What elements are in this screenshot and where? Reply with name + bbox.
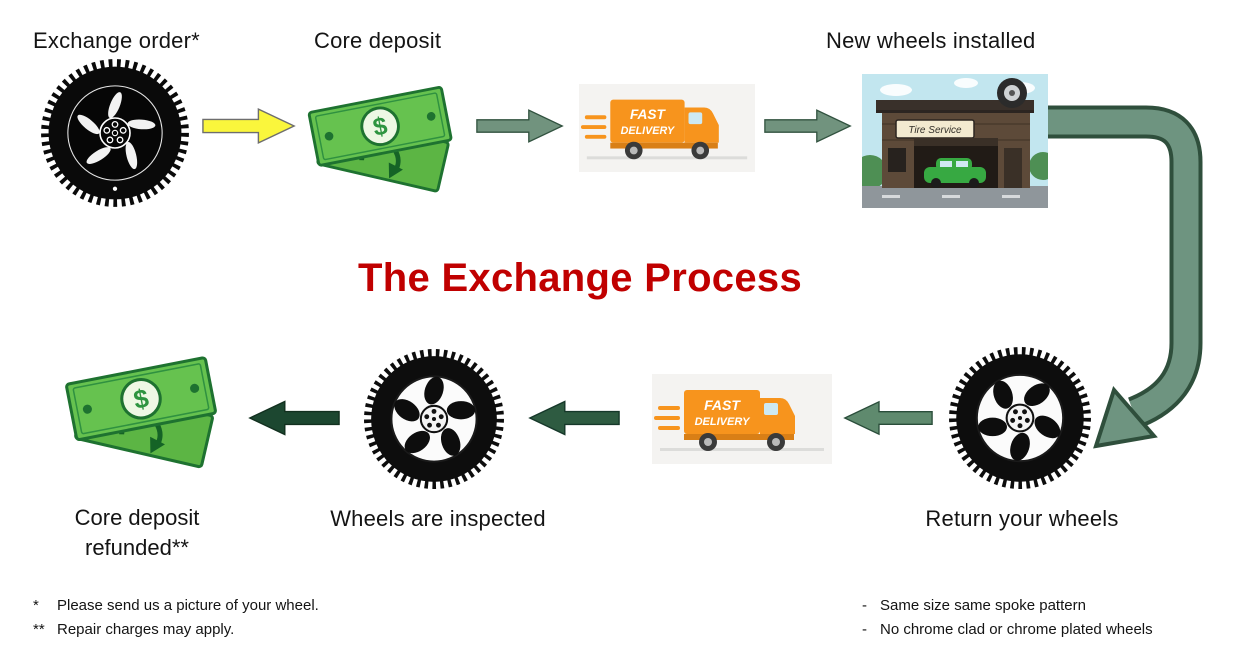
footnote-row: ** Repair charges may apply. xyxy=(33,618,319,642)
exchange-order-label: Exchange order* xyxy=(33,28,200,53)
curved-arrow-icon xyxy=(1048,105,1203,449)
wheels-are-inspected-label: Wheels are inspected xyxy=(330,506,546,531)
footnote-marker: - xyxy=(862,597,867,614)
dollar-sign: $ xyxy=(131,383,151,415)
tire-shop-icon: Tire Service xyxy=(862,74,1048,208)
footnote-marker: * xyxy=(33,597,39,614)
truck-text-fast: FAST xyxy=(704,397,741,413)
footnote-text: Please send us a picture of your wheel. xyxy=(57,597,319,614)
shop-sign-text: Tire Service xyxy=(908,125,962,136)
arrow-return-to-shipping xyxy=(843,398,933,438)
right-arrow-icon xyxy=(476,109,564,143)
refund-label-line2: refunded** xyxy=(85,534,189,560)
money-refund-icon: $ xyxy=(52,340,234,480)
arrow-install-to-return xyxy=(1046,88,1246,468)
footnote-text: No chrome clad or chrome plated wheels xyxy=(880,621,1153,638)
delivery-truck-return: FAST DELIVERY xyxy=(652,374,832,464)
black-wheel-icon xyxy=(40,58,190,208)
tire-service-shop-icon: Tire Service xyxy=(862,74,1048,208)
left-arrow-icon xyxy=(528,400,620,436)
delivery-truck-icon: FAST DELIVERY xyxy=(579,84,755,172)
footnote-marker: ** xyxy=(33,621,45,638)
dollar-sign: $ xyxy=(371,112,390,142)
footnote-row: - Same size same spoke pattern xyxy=(862,594,1153,618)
arrow-shipping-to-install xyxy=(764,106,852,146)
delivery-truck-icon: FAST DELIVERY xyxy=(652,374,832,464)
money-icon: $ xyxy=(65,356,217,469)
footnotes-left: * Please send us a picture of your wheel… xyxy=(33,594,319,642)
return-your-wheels-label: Return your wheels xyxy=(925,506,1119,531)
footnote-text: Repair charges may apply. xyxy=(57,621,235,638)
left-arrow-icon xyxy=(843,400,933,436)
arrow-deposit-to-shipping xyxy=(476,106,564,146)
core-deposit-label: Core deposit xyxy=(314,28,442,53)
delivery-truck-outbound: FAST DELIVERY xyxy=(578,84,756,172)
arrow-shipping-to-inspect xyxy=(528,398,620,438)
footnote-row: * Please send us a picture of your wheel… xyxy=(33,594,319,618)
truck-text-delivery: DELIVERY xyxy=(695,416,751,428)
left-arrow-icon xyxy=(248,400,340,436)
truck-text-fast: FAST xyxy=(630,107,667,122)
core-deposit-refunded-label: Core deposit refunded** xyxy=(27,503,247,562)
truck-text-delivery: DELIVERY xyxy=(621,125,675,137)
money-icon: $ xyxy=(307,86,453,193)
wheel-icon xyxy=(949,347,1091,489)
wheel-icon xyxy=(364,349,504,489)
page-title: The Exchange Process xyxy=(358,256,802,300)
money-deposit-icon: $ xyxy=(292,72,472,202)
right-arrow-icon xyxy=(202,107,296,145)
arrow-inspect-to-refund xyxy=(248,398,340,438)
footnote-marker: - xyxy=(862,621,867,638)
wheel-icon xyxy=(41,59,189,207)
footnote-row: - No chrome clad or chrome plated wheels xyxy=(862,618,1153,642)
arrow-exchange-to-deposit xyxy=(202,106,296,146)
footnote-text: Same size same spoke pattern xyxy=(880,597,1086,614)
right-arrow-icon xyxy=(764,109,852,143)
footnotes-right: - Same size same spoke pattern - No chro… xyxy=(862,594,1153,642)
refund-label-line1: Core deposit xyxy=(74,505,200,530)
inspected-wheel-icon xyxy=(363,348,505,490)
return-wheel-icon xyxy=(948,346,1092,490)
new-wheels-installed-label: New wheels installed xyxy=(826,28,1036,53)
